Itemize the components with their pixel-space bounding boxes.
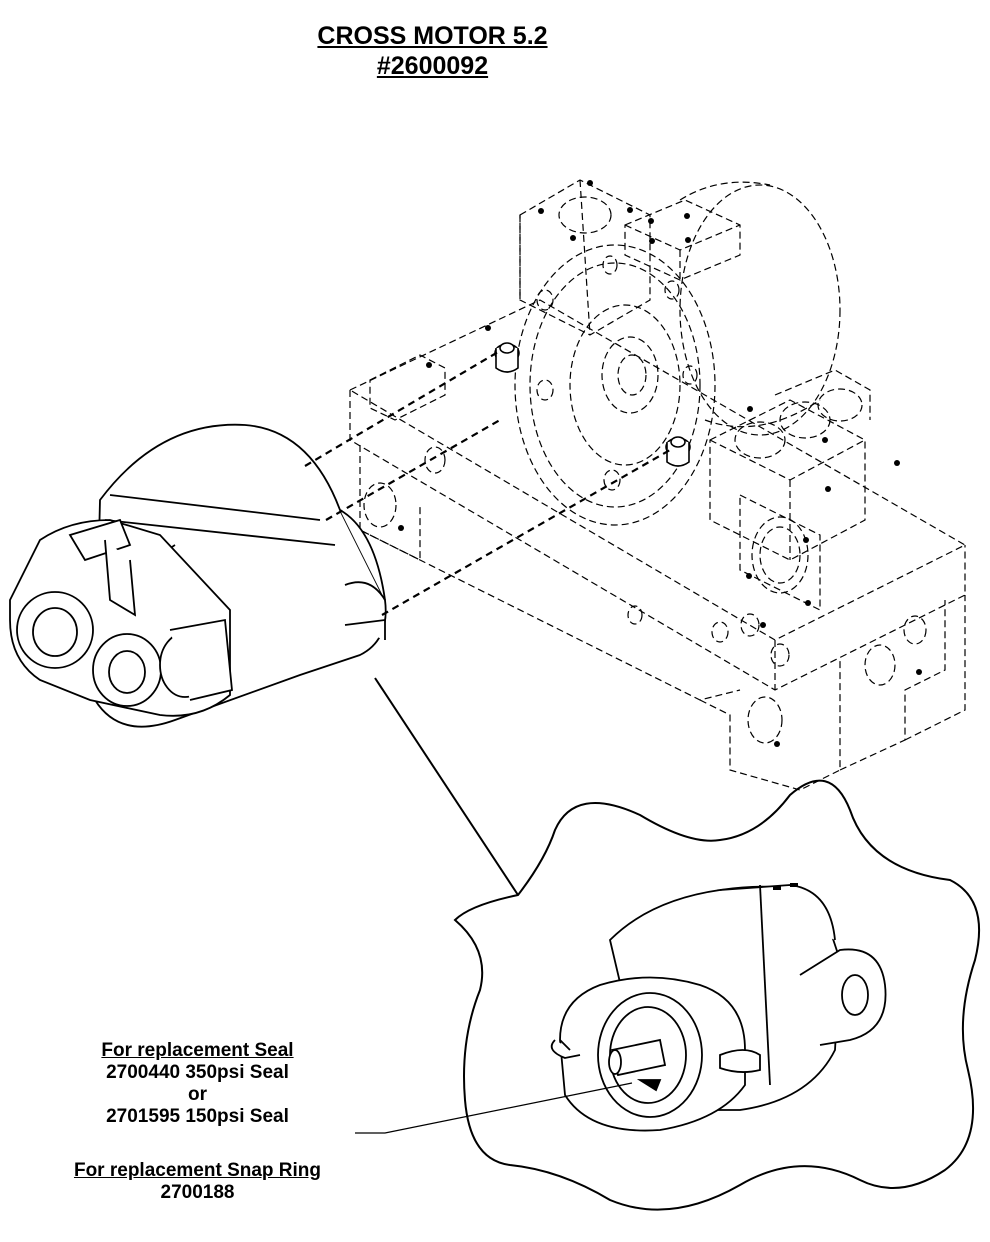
drawing-title: CROSS MOTOR 5.2 — [317, 22, 548, 50]
detail-cloud-outline — [453, 779, 981, 1211]
seal-leader-line — [355, 1082, 633, 1134]
seal-option-150psi: 2701595 150psi Seal — [106, 1106, 289, 1127]
seal-or-label: or — [188, 1084, 207, 1105]
seal-option-350psi: 2700440 350psi Seal — [106, 1062, 289, 1083]
fastener-dots — [398, 180, 922, 747]
mounting-bracket-assembly — [348, 179, 967, 791]
detail-leader-line — [374, 677, 519, 896]
hydraulic-motor — [9, 423, 387, 728]
snap-ring-callout: For replacement Snap Ring 2700188 — [40, 1160, 355, 1204]
motor-detail-view — [550, 884, 887, 1132]
seal-callout: For replacement Seal 2700440 350psi Seal… — [70, 1040, 325, 1128]
detail-fastener-tabs — [773, 883, 798, 890]
snap-ring-callout-heading: For replacement Snap Ring — [73, 1160, 322, 1181]
flange-bolts — [494, 342, 691, 467]
part-number: #2600092 — [376, 52, 489, 80]
alignment-lines — [304, 351, 671, 616]
seal-callout-heading: For replacement Seal — [101, 1040, 294, 1061]
snap-ring-part-number: 2700188 — [160, 1182, 235, 1203]
